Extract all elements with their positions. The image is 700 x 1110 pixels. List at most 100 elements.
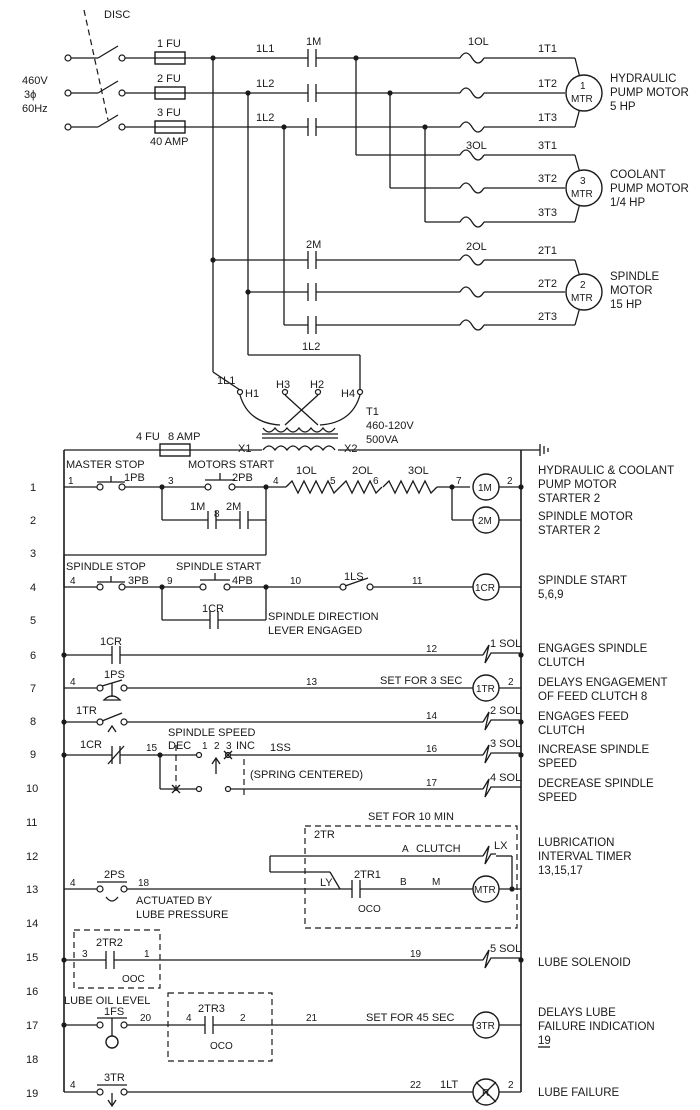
pb1-label: 1PB	[124, 472, 145, 484]
wire-4b: 4	[70, 576, 76, 587]
tr21-code: OCO	[358, 904, 381, 915]
rung17-desc-1: DELAYS LUBE	[538, 1007, 616, 1019]
transformer-voltage: 460-120V	[366, 420, 414, 432]
rung7-desc-1: DELAYS ENGAGEMENT	[538, 677, 668, 689]
actuated-label-2: LUBE PRESSURE	[136, 909, 228, 921]
wire-20: 20	[140, 1013, 152, 1024]
solenoid-4	[482, 778, 521, 798]
rung9-desc-2: SPEED	[538, 758, 577, 770]
motor2-term-3: 2T3	[538, 311, 557, 323]
rung-number: 11	[26, 817, 37, 829]
tr2-label: 2TR	[314, 829, 335, 841]
coil-2m-label: 2M	[478, 516, 492, 527]
wire-4c: 4	[70, 677, 76, 688]
rung10-desc-1: DECREASE SPINDLE	[538, 778, 654, 790]
transformer-name: T1	[366, 406, 379, 418]
motor2-term-2: 2T2	[538, 278, 557, 290]
supply-frequency: 60Hz	[22, 103, 48, 115]
rung12-desc-3: 13,15,17	[538, 865, 583, 877]
contactor-1m-label: 1M	[306, 36, 321, 48]
tr3-contact-label: 3TR	[104, 1072, 125, 1084]
rung4-desc-1: SPINDLE START	[538, 575, 627, 587]
wire-4: 4	[273, 476, 279, 487]
ol-contacts-3ol	[382, 479, 438, 495]
motor3-desc-3: 1/4 HP	[610, 197, 645, 209]
clutch-a-terminal: A	[402, 844, 409, 855]
fs1-label: 1FS	[104, 1006, 124, 1018]
motor1-term-3: 1T3	[538, 112, 557, 124]
master-stop-label: MASTER STOP	[66, 459, 145, 471]
power-circuit: DISC 460V 3ϕ 60Hz 1 FU 2 FU 3 FU 40 AMP …	[22, 9, 689, 391]
wire-19: 19	[410, 949, 422, 960]
overload-1ol-a	[459, 52, 485, 64]
tr23-box	[167, 992, 273, 1062]
rung2-desc-2: STARTER 2	[538, 525, 600, 537]
motor-2-symbol	[565, 273, 603, 311]
timer-2tr-box	[304, 825, 518, 929]
tr22-label: 2TR2	[96, 937, 123, 949]
lube-oil-label: LUBE OIL LEVEL	[64, 995, 150, 1007]
rung-number: 7	[30, 683, 36, 695]
rung-number: 8	[30, 716, 36, 728]
motor1-number: 1	[580, 81, 586, 92]
motor-1-symbol	[565, 74, 603, 112]
motor1-desc-1: HYDRAULIC	[610, 73, 676, 85]
rung-15: 3 2TR2 OOC 1 19 5 SOL LUBE SOLENOID	[61, 929, 631, 989]
rung12-desc-1: LUBRICATION	[538, 837, 614, 849]
solenoid-2	[482, 711, 521, 731]
motor2-desc-1: SPINDLE	[610, 271, 660, 283]
solenoid-1	[482, 644, 521, 664]
dir-lever-label-1: SPINDLE DIRECTION	[268, 611, 379, 623]
rung-number: 2	[30, 515, 36, 527]
wire-4d: 4	[70, 878, 76, 889]
tr1-setting: SET FOR 3 SEC	[380, 675, 462, 687]
motor3-desc-2: PUMP MOTOR	[610, 183, 689, 195]
motor3-label: MTR	[571, 189, 593, 200]
cr6-label: 1CR	[100, 636, 122, 648]
motor2-number: 2	[580, 280, 586, 291]
wire-13: 13	[306, 677, 318, 688]
fuse-3fu-label: 3 FU	[157, 107, 181, 119]
rung-number: 14	[26, 918, 38, 930]
fuse-4fu-rating: 8 AMP	[168, 431, 200, 443]
selector-pos-1: 1	[202, 741, 208, 752]
wire-2: 2	[507, 476, 513, 487]
ol-chain-1ol: 1OL	[296, 465, 317, 477]
rung9-desc-1: INCREASE SPINDLE	[538, 744, 650, 756]
rung2-desc-1: SPINDLE MOTOR	[538, 511, 633, 523]
control-bus: 4 FU 8 AMP	[63, 431, 549, 1092]
rung17-desc-2: FAILURE INDICATION	[538, 1021, 655, 1033]
sol2-label: 2 SOL	[490, 705, 521, 717]
rung-number: 3	[30, 548, 36, 560]
ol-contacts-2ol	[339, 479, 383, 495]
wire-17: 17	[426, 778, 438, 789]
solenoid-3	[482, 744, 521, 764]
wire-16: 16	[426, 744, 438, 755]
rung17-desc-3: 19	[538, 1035, 551, 1047]
rung-number: 10	[26, 783, 38, 795]
rung-numbers: 1 2 3 4 5 6 7 8 9 10 11 12 13 14 15 16 1…	[26, 482, 38, 1100]
actuated-label-1: ACTUATED BY	[136, 895, 213, 907]
sol1-label: 1 SOL	[490, 638, 521, 650]
rung-12-13: SET FOR 10 MIN 2TR A CLUTCH LX LY 4 2PS …	[64, 811, 632, 929]
motor3-term-1: 3T1	[538, 140, 557, 152]
rung-number: 15	[26, 952, 38, 964]
wire-11: 11	[412, 576, 423, 587]
rung-9: 1CR 15 SPINDLE SPEED DEC 1 2 3 INC 1SS (…	[61, 727, 654, 804]
wire-2c: 2	[240, 1013, 246, 1024]
motor1-term-2: 1T2	[538, 78, 557, 90]
disconnect-link	[83, 9, 109, 121]
line-1l2: 1L2	[256, 78, 274, 90]
transformer-x2: X2	[344, 443, 357, 455]
motor1-label: MTR	[571, 94, 593, 105]
transformer-h3: H3	[276, 379, 290, 391]
motor2-label: MTR	[571, 293, 593, 304]
overload-1ol-label: 1OL	[468, 36, 489, 48]
wire-14: 14	[426, 711, 438, 722]
supply-terminal-l3	[64, 123, 72, 131]
wire-4e: 4	[186, 1013, 192, 1024]
rung-number: 5	[30, 615, 36, 627]
clutch-label: CLUTCH	[416, 843, 461, 855]
motor-3-symbol	[565, 169, 603, 207]
wire-5: 5	[330, 476, 336, 487]
